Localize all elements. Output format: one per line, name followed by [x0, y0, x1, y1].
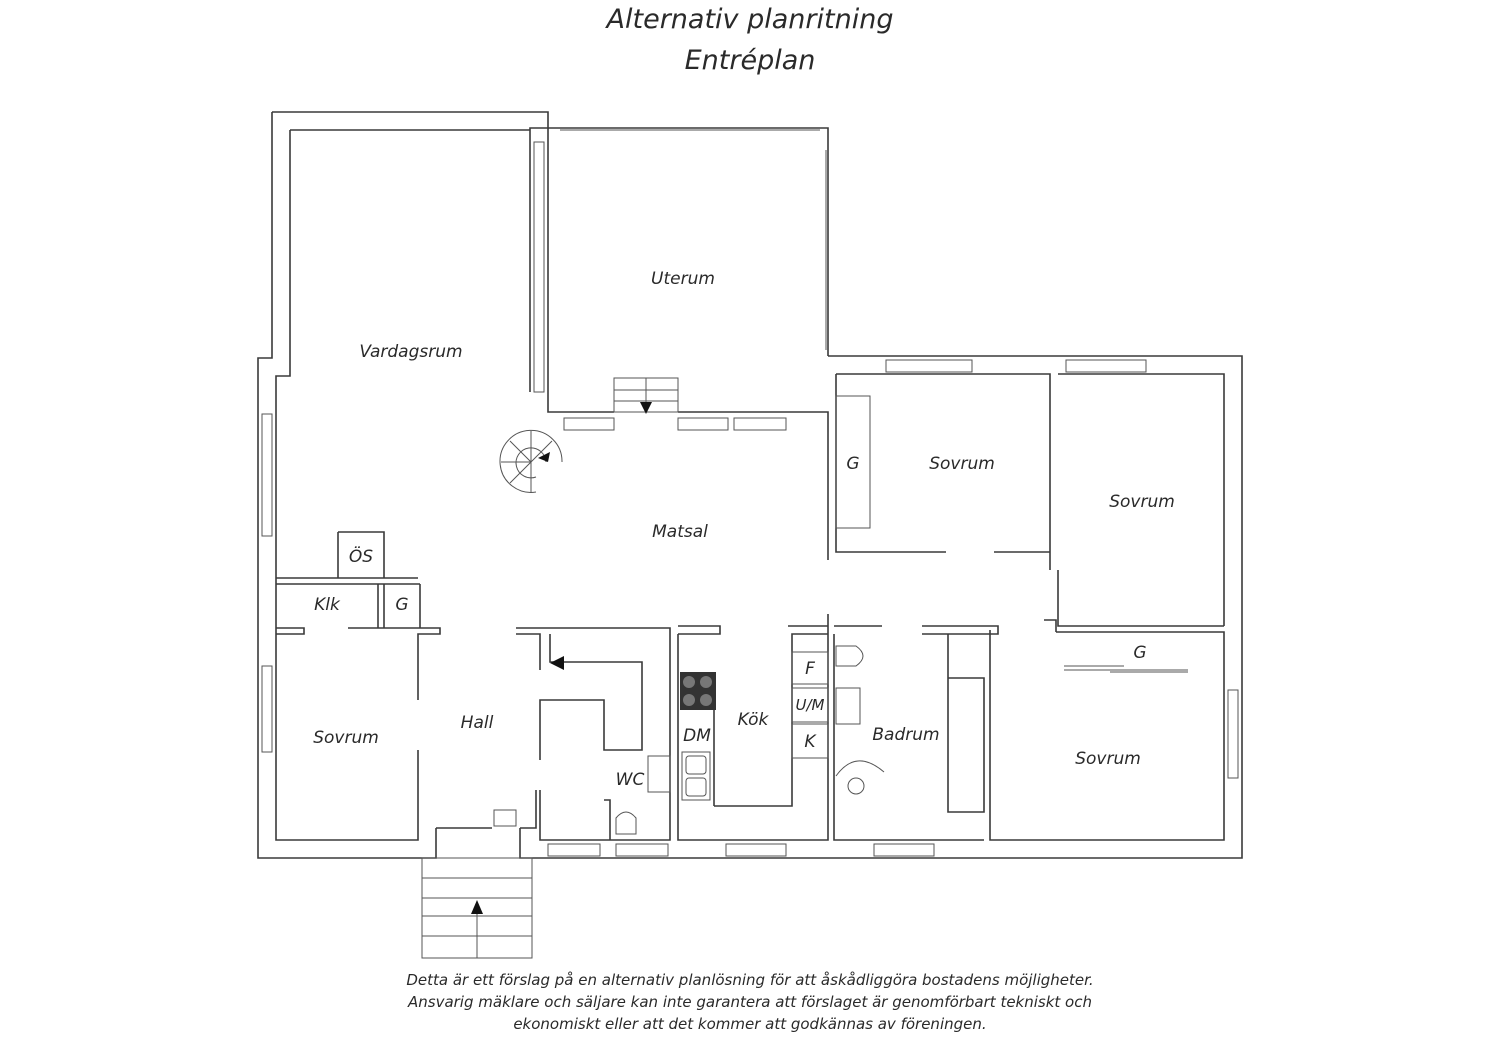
label-sovrum-left: Sovrum	[313, 728, 379, 748]
windows	[261, 129, 1239, 857]
arrow-down-icon	[640, 402, 652, 414]
label-klk: Klk	[314, 595, 341, 615]
freezer	[791, 723, 829, 759]
label-k: K	[804, 732, 817, 752]
wardrobe	[835, 395, 871, 529]
label-g-sovrum: G	[846, 454, 859, 474]
bath-sink	[835, 687, 861, 725]
label-uterum: Uterum	[651, 269, 715, 289]
label-matsal: Matsal	[652, 522, 708, 542]
label-g-sovrum-right: G	[1133, 643, 1146, 663]
plan-title: Alternativ planritning	[606, 4, 894, 35]
arrow-left-icon	[550, 656, 564, 670]
arrow-up-icon	[471, 900, 483, 914]
label-um: U/M	[796, 696, 825, 714]
washer	[791, 687, 829, 723]
label-vardagsrum: Vardagsrum	[359, 342, 462, 362]
shower	[835, 760, 885, 777]
label-dm: DM	[683, 726, 711, 746]
label-f: F	[805, 659, 815, 679]
label-os: ÖS	[349, 545, 373, 567]
label-wc: WC	[616, 770, 645, 790]
spiral-stair	[499, 429, 563, 493]
stove	[680, 672, 716, 710]
outer-walls	[257, 111, 1243, 859]
bath-toilet	[835, 645, 864, 667]
kitchen-sink	[681, 751, 711, 801]
uterum-steps	[613, 377, 679, 414]
label-sovrum-right: Sovrum	[1075, 749, 1141, 769]
entry-steps	[421, 857, 533, 959]
label-kok: Kök	[738, 710, 770, 730]
label-sovrum-top-left: Sovrum	[929, 454, 995, 474]
storage-arrow	[550, 656, 564, 670]
label-badrum: Badrum	[872, 725, 939, 745]
disclaimer-line: ekonomiskt eller att det kommer att godk…	[513, 1015, 987, 1033]
label-sovrum-top-right: Sovrum	[1109, 492, 1175, 512]
disclaimer: Detta är ett förslag på en alternativ pl…	[0, 969, 1500, 1035]
disclaimer-line: Detta är ett förslag på en alternativ pl…	[406, 971, 1094, 989]
label-g-hall: G	[395, 595, 408, 615]
label-hall: Hall	[461, 713, 494, 733]
arrow-icon	[538, 452, 550, 462]
fridge	[791, 651, 829, 685]
wc-sink	[647, 755, 671, 793]
disclaimer-line: Ansvarig mäklare och säljare kan inte ga…	[407, 993, 1092, 1011]
plan-subtitle: Entréplan	[684, 45, 816, 76]
wc-toilet	[615, 811, 637, 835]
